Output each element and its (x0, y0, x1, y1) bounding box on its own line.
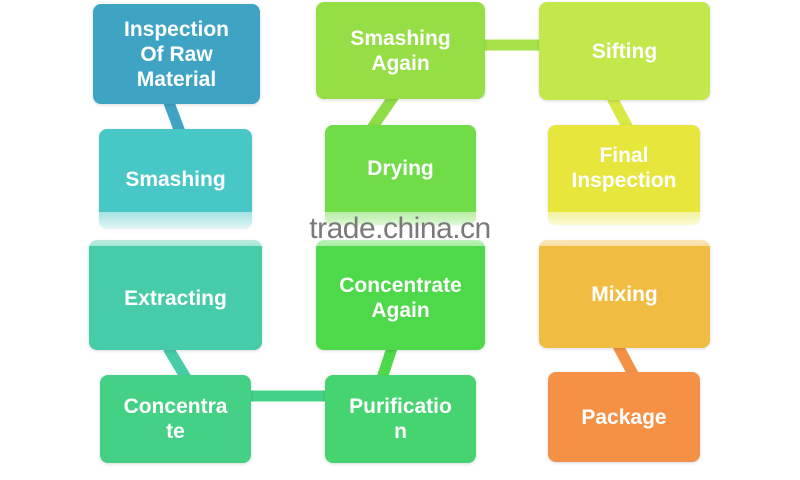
step-concentrate: Concentra te (100, 375, 251, 463)
step-inspection-of-raw-material: Inspection Of Raw Material (93, 4, 260, 104)
connector-extracting-concentrate (163, 345, 191, 381)
step-purification: Purificatio n (325, 375, 476, 463)
step-smashing-again: Smashing Again (316, 2, 485, 99)
watermark-band (80, 212, 720, 246)
step-mixing: Mixing (539, 240, 710, 348)
step-drying: Drying (325, 125, 476, 225)
connector-mixing-package (613, 343, 639, 379)
step-final-inspection: Final Inspection (548, 125, 700, 225)
step-sifting: Sifting (539, 2, 710, 100)
watermark: trade.china.cn (309, 212, 491, 245)
step-extracting: Extracting (89, 240, 262, 350)
connector-drying-smashing-again (367, 92, 399, 132)
step-concentrate-again: Concentrate Again (316, 240, 485, 350)
connector-inspection-smashing (162, 98, 186, 134)
connector-sifting-final-inspection (607, 95, 633, 131)
step-package: Package (548, 372, 700, 462)
connector-purification-concentrate-again (376, 346, 398, 380)
